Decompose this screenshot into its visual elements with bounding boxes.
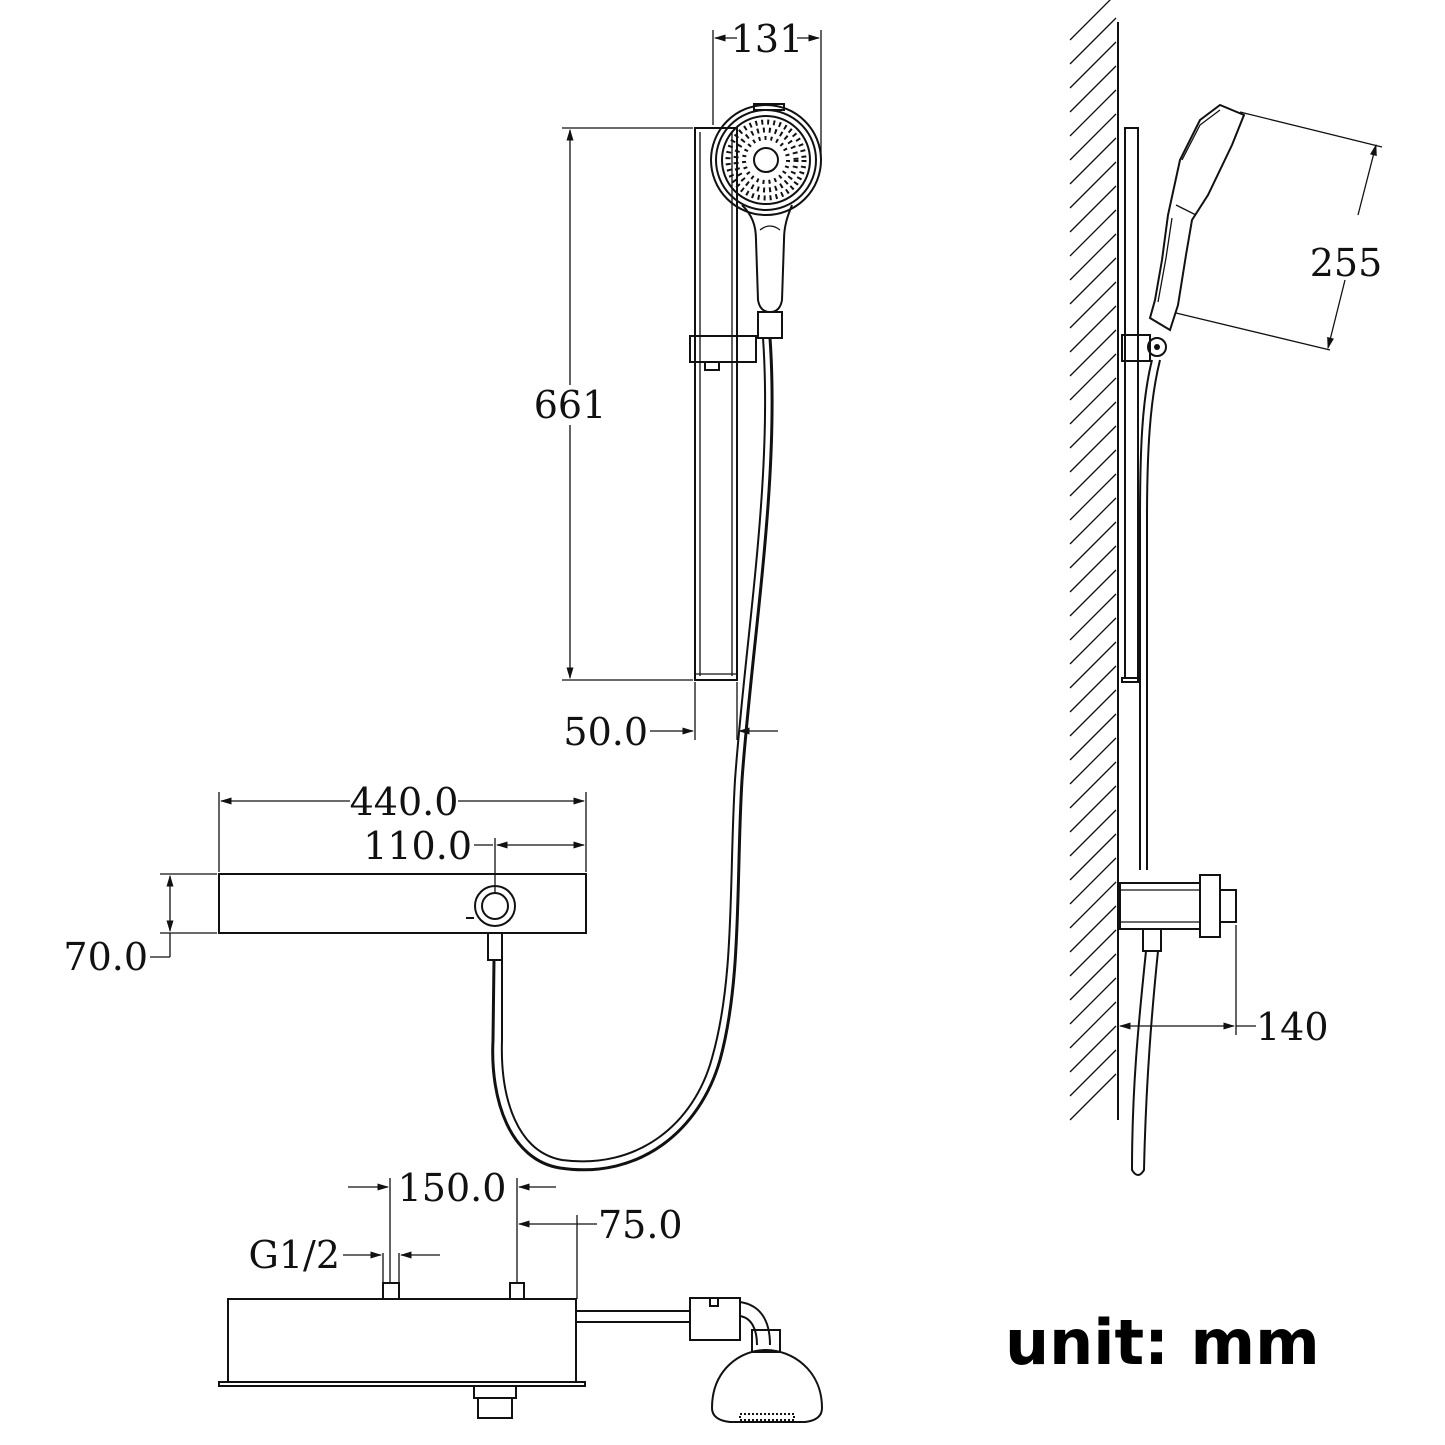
front-view-rail-assembly xyxy=(491,103,822,1172)
hatch-line xyxy=(1069,473,1117,521)
hatch-line xyxy=(1069,113,1117,161)
hatch-line xyxy=(1069,569,1117,617)
front-shower-head xyxy=(710,103,822,339)
dim-wall-projection: 140 xyxy=(1118,925,1329,1049)
dim-thread: G1/2 xyxy=(248,1233,440,1283)
dim-rail-length: 661 xyxy=(534,127,693,681)
hatch-line xyxy=(1069,449,1117,497)
hatch-line xyxy=(1069,329,1117,377)
hatch-line xyxy=(1069,713,1117,761)
hatch-line xyxy=(1069,305,1117,353)
hatch-line xyxy=(1069,857,1117,905)
hatch-line xyxy=(1069,761,1117,809)
dim-label-70: 70.0 xyxy=(63,935,148,979)
dim-label-661: 661 xyxy=(534,383,607,427)
dim-label-440: 440.0 xyxy=(350,780,459,824)
hatch-line xyxy=(1069,425,1117,473)
hatch-line xyxy=(1069,257,1117,305)
dim-label-131: 131 xyxy=(731,17,804,61)
hatch-line xyxy=(1069,41,1117,89)
hatch-line xyxy=(1069,833,1117,881)
dim-label-140: 140 xyxy=(1256,1005,1329,1049)
hatch-line xyxy=(1069,977,1117,1025)
side-view xyxy=(1069,0,1246,1176)
hatch-line xyxy=(1069,89,1117,137)
hatch-line xyxy=(1069,593,1117,641)
hatch-line xyxy=(1069,617,1117,665)
dim-label-75: 75.0 xyxy=(598,1203,683,1247)
hatch-line xyxy=(1069,185,1117,233)
hatch-line xyxy=(1069,881,1117,929)
top-view xyxy=(218,1282,824,1423)
dim-label-110: 110.0 xyxy=(363,824,472,868)
dim-outlet-offset: 75.0 xyxy=(517,1203,683,1299)
hatch-line xyxy=(1069,953,1117,1001)
dim-label-150: 150.0 xyxy=(398,1166,507,1210)
hatch-line xyxy=(1069,0,1111,41)
hatch-line xyxy=(1069,161,1117,209)
hatch-line xyxy=(1069,377,1117,425)
dim-inlet-spacing: 150.0 xyxy=(348,1166,556,1283)
hatch-line xyxy=(1069,641,1117,689)
hatch-line xyxy=(1069,65,1117,113)
hatch-line xyxy=(1069,521,1117,569)
hatch-line xyxy=(1069,353,1117,401)
hatch-line xyxy=(1069,209,1117,257)
hatch-line xyxy=(1069,809,1117,857)
hatch-line xyxy=(1069,281,1117,329)
hatch-line xyxy=(1069,689,1117,737)
hatch-line xyxy=(1069,737,1117,785)
hatch-line xyxy=(1069,929,1117,977)
hatch-line xyxy=(1069,545,1117,593)
hatch-line xyxy=(1069,1001,1117,1049)
dim-label-255: 255 xyxy=(1310,241,1383,285)
hatch-line xyxy=(1069,785,1117,833)
dim-panel-length: 440.0 xyxy=(218,780,587,872)
hatch-line xyxy=(1069,1073,1117,1121)
hatch-line xyxy=(1069,1025,1117,1073)
dim-label-thread: G1/2 xyxy=(248,1233,340,1277)
hatch-line xyxy=(1069,1049,1117,1097)
dim-head-width: 131 xyxy=(712,17,822,160)
unit-label: unit: mm xyxy=(1005,1306,1320,1379)
dim-panel-height: 70.0 xyxy=(63,873,217,979)
hatch-line xyxy=(1069,401,1117,449)
hatch-line xyxy=(1069,905,1117,953)
hatch-line xyxy=(1069,17,1117,65)
dim-knob-offset: 110.0 xyxy=(363,824,586,870)
dim-rail-offset: 50.0 xyxy=(563,682,778,754)
hatch-line xyxy=(1069,497,1117,545)
wall-hatching xyxy=(1069,0,1117,1121)
dim-label-50: 50.0 xyxy=(563,710,648,754)
dim-hand-shower-length: 255 xyxy=(1175,111,1383,351)
hatch-line xyxy=(1069,137,1117,185)
hatch-line xyxy=(1069,233,1117,281)
side-hand-shower xyxy=(1148,103,1246,332)
hatch-line xyxy=(1069,665,1117,713)
front-view-panel xyxy=(218,870,587,961)
